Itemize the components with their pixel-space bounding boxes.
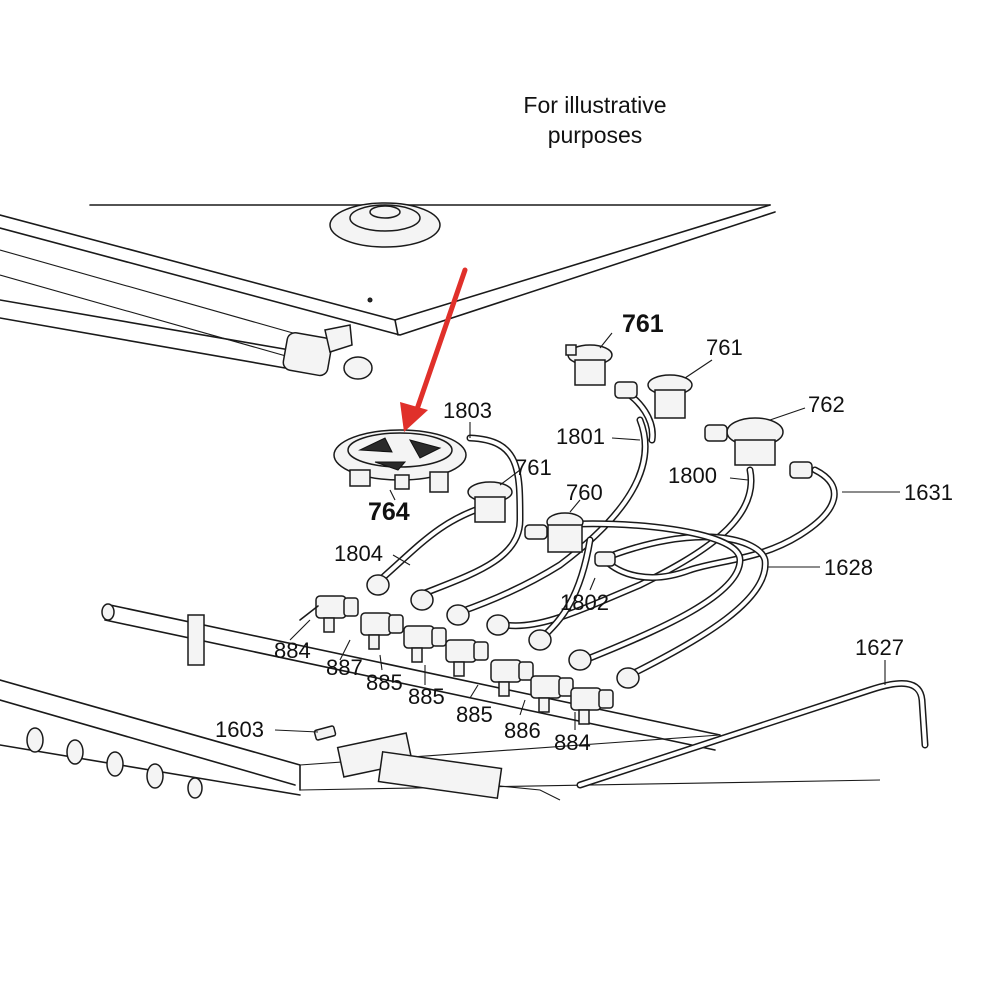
label-1631: 1631 [904,480,953,505]
regulator-761-top [565,344,613,386]
label-761-top: 761 [622,310,664,338]
tube-fitting [446,604,470,626]
note-line-1: For illustrative [523,92,667,118]
label-885-b: 885 [408,684,445,709]
label-887: 887 [326,655,363,680]
label-761-lower: 761 [515,455,552,480]
igniter-spike [299,605,319,621]
tube-fitting [568,649,592,671]
label-1804: 1804 [334,541,383,566]
valve-760 [524,512,616,567]
label-885-c: 885 [456,702,493,727]
label-760: 760 [566,480,603,505]
burner-valve-row [299,595,614,725]
illustrative-note: For illustrative purposes [480,90,710,150]
tube-fitting [410,589,434,611]
pipe-1627 [576,679,929,789]
left-gas-pipe [0,299,373,380]
tube-fitting [486,614,510,636]
label-761-mid: 761 [706,335,743,360]
manifold-rail [101,603,721,751]
tube-fittings [366,574,640,689]
burner-valve [315,595,359,633]
burner-valve [403,625,447,663]
label-885-a: 885 [366,670,403,695]
label-884-left: 884 [274,638,311,663]
burner-valve [490,659,534,697]
label-762: 762 [808,392,845,417]
part-labels: 761 761 762 1803 1801 761 760 1800 1631 … [215,310,953,755]
label-1627: 1627 [855,635,904,660]
label-764: 764 [368,498,410,526]
tube-fitting [616,667,640,689]
regulator-761-mid [614,374,693,419]
clip-1603 [313,725,337,741]
regulator-761-lower [467,481,513,523]
leader-lines [274,332,900,733]
label-1801: 1801 [556,424,605,449]
label-1628: 1628 [824,555,873,580]
burner-valve [570,687,614,725]
label-1803: 1803 [443,398,492,423]
burner-valve [360,612,404,650]
label-884-right: 884 [554,730,591,755]
cooktop-panel [0,202,776,361]
lower-chassis [0,679,881,801]
label-1802: 1802 [560,590,609,615]
tube-fitting [528,629,552,651]
regulator-762 [704,417,813,479]
highlight-arrow [400,267,468,432]
label-886: 886 [504,718,541,743]
note-line-2: purposes [547,122,643,148]
burner-valve [445,639,489,677]
tube-fitting [366,574,390,596]
label-1800: 1800 [668,463,717,488]
label-1603: 1603 [215,717,264,742]
burner-764 [333,429,467,493]
burner-valve [530,675,574,713]
